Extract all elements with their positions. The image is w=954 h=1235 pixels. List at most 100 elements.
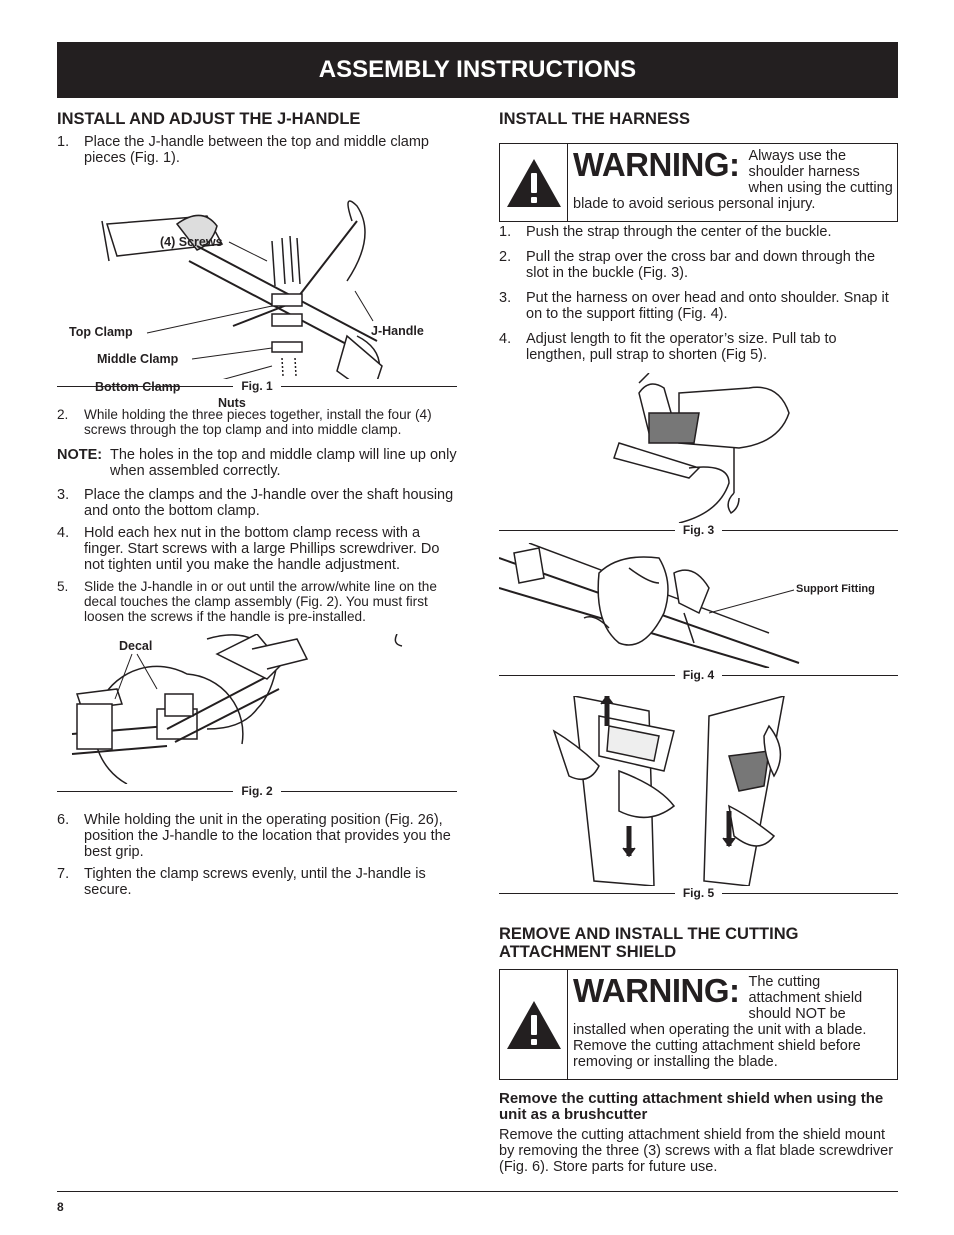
step-item: 1. Place the J-handle between the top an…: [57, 134, 457, 166]
callout-screws: (4) Screws: [160, 235, 223, 249]
step-number: 1.: [57, 134, 70, 150]
page-title: ASSEMBLY INSTRUCTIONS: [318, 56, 637, 83]
section-heading-harness: INSTALL THE HARNESS: [499, 110, 690, 128]
step-text: Pull the strap over the cross bar and do…: [526, 249, 876, 281]
step-text: Adjust length to fit the operator’s size…: [526, 331, 837, 363]
step-text: While holding the three pieces together,…: [84, 407, 432, 437]
strap-adjust-illustration: [552, 696, 785, 886]
figure-4: Support Fitting: [499, 543, 898, 668]
warning-triangle-icon: [506, 1000, 561, 1049]
subheading-brushcutter: Remove the cutting attachment shield whe…: [499, 1090, 884, 1123]
callout-j-handle: J-Handle: [371, 324, 424, 338]
step-number: 5.: [57, 579, 69, 594]
figure-4-caption: Fig. 4: [682, 668, 715, 682]
right-column: INSTALL THE HARNESS WARNING: Always use …: [499, 110, 898, 1175]
caption-rule: [722, 529, 898, 531]
steps-a: 1. Place the J-handle between the top an…: [57, 134, 457, 166]
warning-body: WARNING: Always use the shoulder harness…: [568, 144, 897, 221]
step-text: Hold each hex nut in the bottom clamp re…: [84, 525, 440, 573]
warning-triangle-icon: [506, 158, 561, 207]
warning-body: WARNING: The cutting attachment shield s…: [568, 970, 897, 1079]
step-text: Tighten the clamp screws evenly, until t…: [84, 866, 426, 898]
callout-support-fitting: Support Fitting: [796, 583, 875, 595]
warning-icon-cell: [500, 970, 568, 1079]
header-bar: ASSEMBLY INSTRUCTIONS: [57, 42, 898, 98]
step-text: Place the clamps and the J-handle over t…: [84, 487, 454, 519]
figure-5: [499, 696, 898, 886]
step-item: 3. Put the harness on over head and onto…: [499, 290, 898, 322]
step-number: 2.: [57, 407, 69, 422]
caption-rule: [722, 892, 898, 894]
warning-word: WARNING:: [573, 146, 740, 183]
callout-decal: Decal: [119, 639, 153, 653]
step-item: 2. While holding the three pieces togeth…: [57, 407, 457, 437]
steps-c: 3. Place the clamps and the J-handle ove…: [57, 487, 457, 624]
caption-rule: [280, 385, 457, 387]
caption-rule: [499, 529, 675, 531]
figure-3-caption-row: Fig. 3: [499, 523, 898, 537]
support-fitting-illustration: [499, 543, 800, 668]
figure-5-caption-row: Fig. 5: [499, 886, 898, 900]
figure-2-caption-row: Fig. 2: [57, 784, 457, 798]
figure-2: Decal: [57, 634, 457, 784]
steps-d: 6. While holding the unit in the operati…: [57, 812, 457, 898]
step-number: 6.: [57, 812, 70, 828]
step-text: Put the harness on over head and onto sh…: [526, 290, 889, 322]
step-item: 4. Hold each hex nut in the bottom clamp…: [57, 525, 457, 573]
step-text: Place the J-handle between the top and m…: [84, 134, 429, 166]
section-heading-shield: REMOVE AND INSTALL THE CUTTING ATTACHMEN…: [499, 925, 799, 961]
callout-nuts: Nuts: [218, 396, 246, 410]
note-text: The holes in the top and middle clamp wi…: [110, 447, 457, 479]
caption-rule: [57, 385, 234, 387]
paragraph-shield-removal: Remove the cutting attachment shield fro…: [499, 1127, 894, 1175]
step-number: 4.: [57, 525, 70, 541]
caption-rule: [722, 674, 898, 676]
decal-illustration: [71, 634, 403, 784]
section-heading-j-handle: INSTALL AND ADJUST THE J-HANDLE: [57, 110, 361, 128]
figure-1: (4) Screws Top Clamp Middle Clamp Bottom…: [57, 166, 457, 410]
step-number: 1.: [499, 224, 512, 240]
step-number: 7.: [57, 866, 70, 882]
callout-top-clamp: Top Clamp: [69, 325, 133, 339]
step-item: 1. Push the strap through the center of …: [499, 224, 898, 240]
buckle-illustration: [613, 373, 790, 523]
step-item: 3. Place the clamps and the J-handle ove…: [57, 487, 457, 519]
step-number: 3.: [499, 290, 512, 306]
warning-text: The cutting attachment shield should NOT…: [573, 974, 867, 1070]
caption-rule: [280, 790, 457, 792]
step-number: 2.: [499, 249, 512, 265]
callout-middle-clamp: Middle Clamp: [97, 352, 179, 366]
warning-box: WARNING: The cutting attachment shield s…: [499, 969, 898, 1080]
warning-word: WARNING:: [573, 972, 740, 1009]
step-item: 2. Pull the strap over the cross bar and…: [499, 249, 898, 281]
caption-rule: [499, 674, 675, 676]
caption-rule: [499, 892, 675, 894]
footer-rule: [57, 1191, 898, 1192]
step-text: Push the strap through the center of the…: [526, 224, 832, 240]
note: NOTE: The holes in the top and middle cl…: [57, 447, 457, 479]
left-column: INSTALL AND ADJUST THE J-HANDLE 1. Place…: [57, 110, 457, 898]
figure-1-caption: Fig. 1: [241, 379, 273, 393]
figure-3: [499, 373, 898, 523]
note-label: NOTE:: [57, 447, 103, 463]
warning-text: Always use the shoulder harness when usi…: [573, 148, 893, 212]
caption-rule: [57, 790, 234, 792]
step-number: 4.: [499, 331, 512, 347]
warning-icon-cell: [500, 144, 568, 221]
step-text: Slide the J-handle in or out until the a…: [84, 579, 437, 624]
j-handle-illustration: [101, 200, 383, 379]
steps-b: 2. While holding the three pieces togeth…: [57, 407, 457, 437]
figure-3-caption: Fig. 3: [682, 523, 715, 537]
step-number: 3.: [57, 487, 70, 503]
callout-bottom-clamp: Bottom Clamp: [95, 380, 181, 394]
step-item: 4. Adjust length to fit the operator’s s…: [499, 331, 898, 363]
figure-5-caption: Fig. 5: [682, 886, 715, 900]
step-text: While holding the unit in the operating …: [84, 812, 451, 860]
warning-box: WARNING: Always use the shoulder harness…: [499, 143, 898, 222]
step-item: 5. Slide the J-handle in or out until th…: [57, 579, 457, 624]
step-item: 6. While holding the unit in the operati…: [57, 812, 457, 860]
figure-2-caption: Fig. 2: [241, 784, 273, 798]
harness-steps: 1. Push the strap through the center of …: [499, 224, 898, 363]
step-item: 7. Tighten the clamp screws evenly, unti…: [57, 866, 457, 898]
figure-1-caption-row: Fig. 1: [57, 379, 457, 393]
